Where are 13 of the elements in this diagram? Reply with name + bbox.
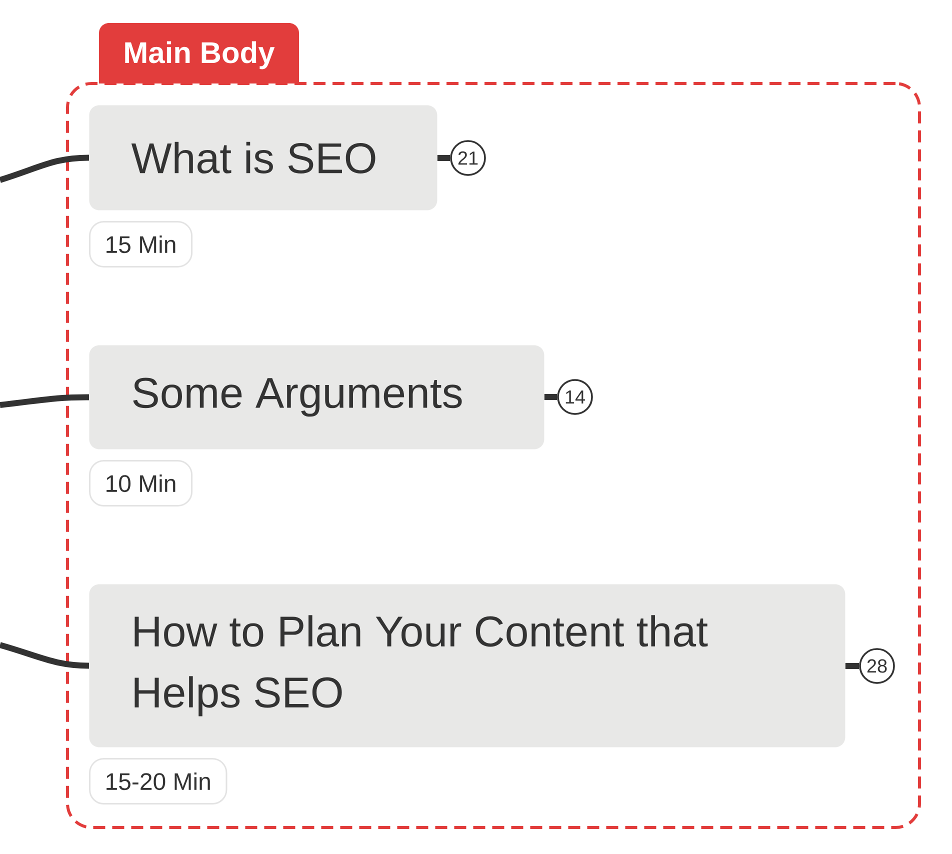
connector-line: [845, 662, 860, 669]
connector-line: [0, 394, 90, 408]
connector-line: [544, 394, 558, 400]
connector-line: [437, 154, 450, 161]
connector-line: [0, 154, 90, 183]
duration-tag: 15 Min: [89, 221, 193, 268]
duration-tag: 15-20 Min: [89, 758, 228, 804]
connector-line: [0, 642, 90, 669]
topic-box: Some Arguments: [89, 345, 544, 450]
topic-box: How to Plan Your Content that Helps SEO: [89, 584, 846, 748]
heading-tab: Main Body: [99, 23, 299, 84]
duration-tag: 10 Min: [89, 460, 193, 506]
topic-box: What is SEO: [89, 105, 438, 210]
